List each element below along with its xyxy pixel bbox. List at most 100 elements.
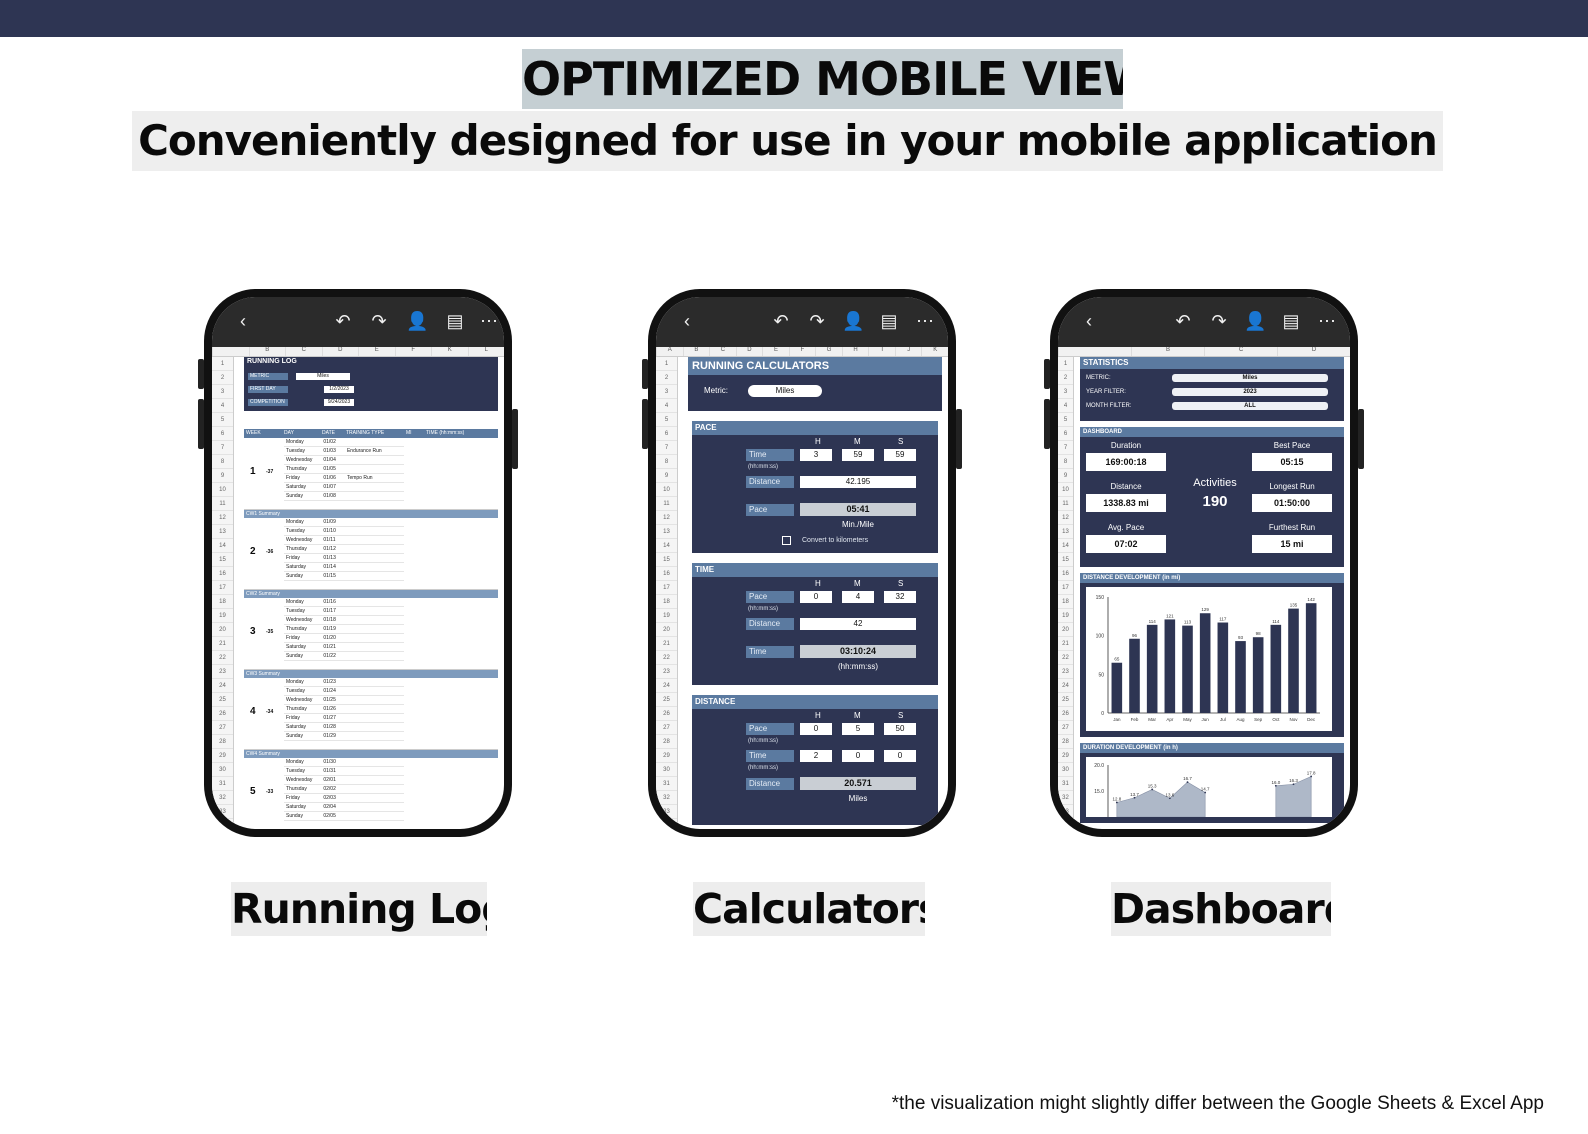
- distance-input[interactable]: 42.195: [800, 476, 916, 488]
- training-type-cell[interactable]: [347, 625, 404, 633]
- add-person-icon[interactable]: 👤: [406, 311, 429, 331]
- training-type-cell[interactable]: [347, 776, 404, 784]
- training-type-cell[interactable]: [347, 465, 404, 473]
- comment-icon[interactable]: ▤: [446, 311, 464, 331]
- training-type-cell[interactable]: [347, 634, 404, 642]
- undo-icon[interactable]: ↶: [1175, 311, 1191, 331]
- training-type-cell[interactable]: [347, 812, 404, 820]
- add-person-icon[interactable]: 👤: [1244, 311, 1267, 331]
- more-icon[interactable]: ⋯: [916, 311, 934, 331]
- minutes-input[interactable]: 0: [842, 750, 874, 762]
- redo-icon[interactable]: ↷: [371, 311, 387, 331]
- training-type-cell[interactable]: [347, 536, 404, 544]
- hours-input[interactable]: 2: [800, 750, 832, 762]
- more-icon[interactable]: ⋯: [1318, 311, 1336, 331]
- undo-icon[interactable]: ↶: [773, 311, 789, 331]
- training-type-cell[interactable]: [347, 643, 404, 651]
- add-person-icon[interactable]: 👤: [842, 311, 865, 331]
- seconds-input[interactable]: 59: [884, 449, 916, 461]
- training-type-cell[interactable]: [347, 527, 404, 535]
- year-filter-select[interactable]: 2023: [1172, 388, 1328, 396]
- training-type-cell[interactable]: [347, 438, 404, 446]
- training-type-cell[interactable]: [347, 794, 404, 802]
- training-type-cell[interactable]: Tempo Run: [346, 475, 373, 481]
- training-type-cell[interactable]: [347, 616, 404, 624]
- back-arrow-icon[interactable]: ‹: [684, 311, 690, 331]
- training-type-cell[interactable]: [347, 607, 404, 615]
- minutes-input[interactable]: 4: [842, 591, 874, 603]
- metric-select[interactable]: Miles: [748, 385, 822, 397]
- metric-filter-select[interactable]: Miles: [1172, 374, 1328, 382]
- training-type-cell[interactable]: [347, 492, 404, 500]
- training-type-cell[interactable]: [347, 678, 404, 686]
- training-type-cell[interactable]: [347, 785, 404, 793]
- training-type-cell[interactable]: [347, 803, 404, 811]
- back-arrow-icon[interactable]: ‹: [1086, 311, 1092, 331]
- training-type-cell[interactable]: [347, 705, 404, 713]
- training-type-cell[interactable]: [347, 696, 404, 704]
- training-type-cell[interactable]: [347, 714, 404, 722]
- training-type-cell[interactable]: Endurance Run: [346, 448, 382, 454]
- training-type-cell[interactable]: [347, 652, 404, 660]
- training-type-cell[interactable]: [347, 598, 404, 606]
- training-type-cell[interactable]: [347, 732, 404, 740]
- training-type-cell[interactable]: [347, 572, 404, 580]
- convert-checkbox[interactable]: [782, 536, 791, 545]
- training-type-cell[interactable]: [347, 563, 404, 571]
- hours-input[interactable]: 3: [800, 449, 832, 461]
- competition-field[interactable]: 9/24/2023: [324, 399, 354, 406]
- back-arrow-icon[interactable]: ‹: [240, 311, 246, 331]
- redo-icon[interactable]: ↷: [1211, 311, 1227, 331]
- redo-icon[interactable]: ↷: [809, 311, 825, 331]
- training-type-cell[interactable]: [347, 767, 404, 775]
- training-type-cell[interactable]: [347, 518, 404, 526]
- distance-input[interactable]: 42: [800, 618, 916, 630]
- training-type-cell[interactable]: [347, 723, 404, 731]
- hours-input[interactable]: 0: [800, 591, 832, 603]
- month-filter-select[interactable]: ALL: [1172, 402, 1328, 410]
- comment-icon[interactable]: ▤: [1282, 311, 1300, 331]
- training-type-cell[interactable]: [347, 758, 404, 766]
- training-type-cell[interactable]: [347, 554, 404, 562]
- seconds-input[interactable]: 50: [884, 723, 916, 735]
- training-type-cell[interactable]: [347, 483, 404, 491]
- more-icon[interactable]: ⋯: [480, 311, 498, 331]
- metric-select[interactable]: Miles: [296, 373, 350, 380]
- training-type-cell[interactable]: [347, 456, 404, 464]
- training-type-cell[interactable]: [347, 545, 404, 553]
